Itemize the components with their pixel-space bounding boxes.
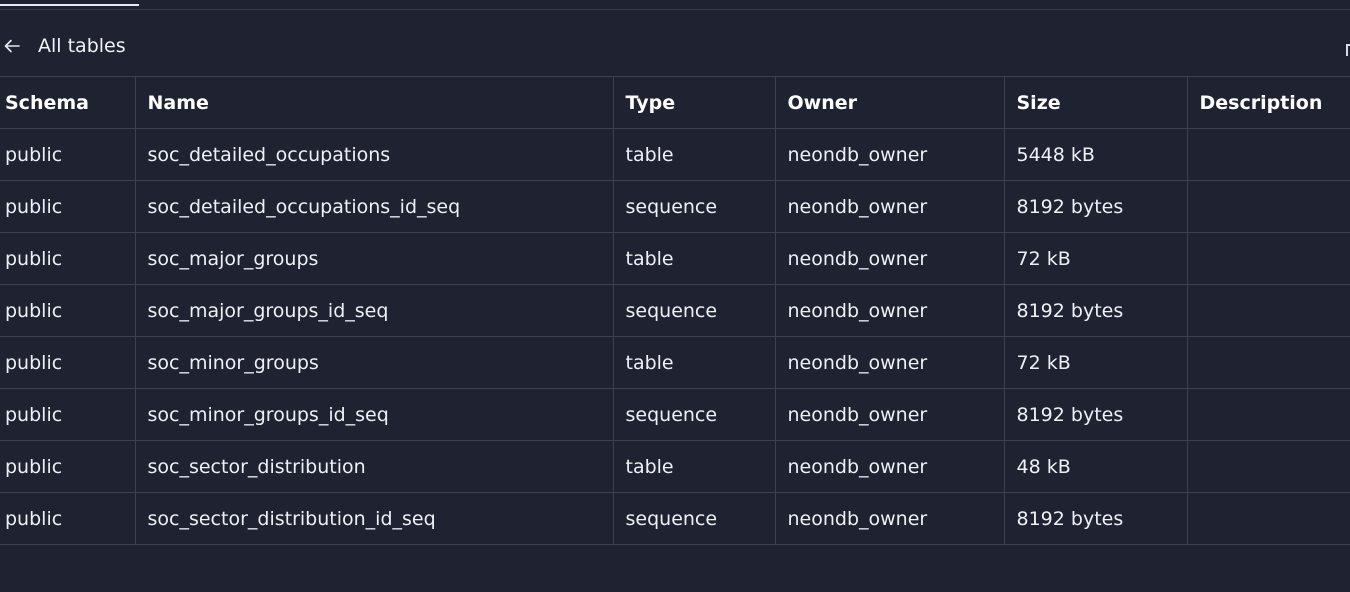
cell-owner: neondb_owner xyxy=(774,492,1004,545)
column-header-name[interactable]: Name xyxy=(134,76,613,129)
table-row[interactable]: public soc_major_groups table neondb_own… xyxy=(0,232,1350,285)
cell-size: 8192 bytes xyxy=(1003,492,1187,545)
table-row[interactable]: public soc_minor_groups_id_seq sequence … xyxy=(0,388,1350,441)
cell-schema: public xyxy=(0,492,135,545)
resize-handle[interactable] xyxy=(1346,44,1350,56)
cell-size: 72 kB xyxy=(1003,232,1187,285)
cell-owner: neondb_owner xyxy=(774,388,1004,441)
column-header-owner[interactable]: Owner xyxy=(774,76,1004,129)
table-row[interactable]: public soc_minor_groups table neondb_own… xyxy=(0,336,1350,389)
cell-owner: neondb_owner xyxy=(774,440,1004,493)
cell-name: soc_sector_distribution_id_seq xyxy=(134,492,613,545)
column-header-description[interactable]: Description xyxy=(1186,76,1350,129)
cell-description xyxy=(1186,388,1350,441)
cell-description xyxy=(1186,128,1350,181)
tables-table: Schema Name Type Owner Size Description … xyxy=(0,76,1350,545)
cell-schema: public xyxy=(0,128,135,181)
cell-size: 5448 kB xyxy=(1003,128,1187,181)
table-row[interactable]: public soc_detailed_occupations_id_seq s… xyxy=(0,180,1350,233)
cell-size: 8192 bytes xyxy=(1003,284,1187,337)
cell-name: soc_minor_groups xyxy=(134,336,613,389)
cell-owner: neondb_owner xyxy=(774,232,1004,285)
column-header-schema[interactable]: Schema xyxy=(0,76,135,129)
cell-type: sequence xyxy=(612,492,775,545)
cell-name: soc_sector_distribution xyxy=(134,440,613,493)
cell-name: soc_major_groups_id_seq xyxy=(134,284,613,337)
cell-description xyxy=(1186,284,1350,337)
arrow-left-icon[interactable] xyxy=(0,34,24,58)
table-row[interactable]: public soc_detailed_occupations table ne… xyxy=(0,128,1350,181)
table-row[interactable]: public soc_major_groups_id_seq sequence … xyxy=(0,284,1350,337)
cell-owner: neondb_owner xyxy=(774,284,1004,337)
cell-owner: neondb_owner xyxy=(774,336,1004,389)
table-row[interactable]: public soc_sector_distribution table neo… xyxy=(0,440,1350,493)
cell-schema: public xyxy=(0,440,135,493)
top-tab-strip xyxy=(0,0,1350,10)
table-header-row: Schema Name Type Owner Size Description xyxy=(0,76,1350,129)
cell-size: 72 kB xyxy=(1003,336,1187,389)
cell-schema: public xyxy=(0,284,135,337)
cell-name: soc_detailed_occupations_id_seq xyxy=(134,180,613,233)
column-header-type[interactable]: Type xyxy=(612,76,775,129)
tables-list: Schema Name Type Owner Size Description … xyxy=(0,76,1350,545)
cell-size: 8192 bytes xyxy=(1003,180,1187,233)
page-title: All tables xyxy=(38,35,126,57)
cell-description xyxy=(1186,336,1350,389)
column-header-size[interactable]: Size xyxy=(1003,76,1187,129)
cell-owner: neondb_owner xyxy=(774,128,1004,181)
cell-owner: neondb_owner xyxy=(774,180,1004,233)
cell-name: soc_major_groups xyxy=(134,232,613,285)
page-header: All tables xyxy=(0,26,126,66)
cell-description xyxy=(1186,232,1350,285)
cell-type: table xyxy=(612,128,775,181)
cell-type: sequence xyxy=(612,180,775,233)
active-tab-indicator xyxy=(0,4,139,6)
table-row[interactable]: public soc_sector_distribution_id_seq se… xyxy=(0,492,1350,545)
cell-schema: public xyxy=(0,180,135,233)
cell-name: soc_minor_groups_id_seq xyxy=(134,388,613,441)
cell-type: table xyxy=(612,440,775,493)
cell-type: table xyxy=(612,232,775,285)
cell-description xyxy=(1186,180,1350,233)
cell-type: sequence xyxy=(612,284,775,337)
cell-description xyxy=(1186,440,1350,493)
cell-schema: public xyxy=(0,232,135,285)
cell-name: soc_detailed_occupations xyxy=(134,128,613,181)
cell-size: 8192 bytes xyxy=(1003,388,1187,441)
cell-type: sequence xyxy=(612,388,775,441)
cell-size: 48 kB xyxy=(1003,440,1187,493)
cell-description xyxy=(1186,492,1350,545)
cell-schema: public xyxy=(0,388,135,441)
cell-type: table xyxy=(612,336,775,389)
cell-schema: public xyxy=(0,336,135,389)
